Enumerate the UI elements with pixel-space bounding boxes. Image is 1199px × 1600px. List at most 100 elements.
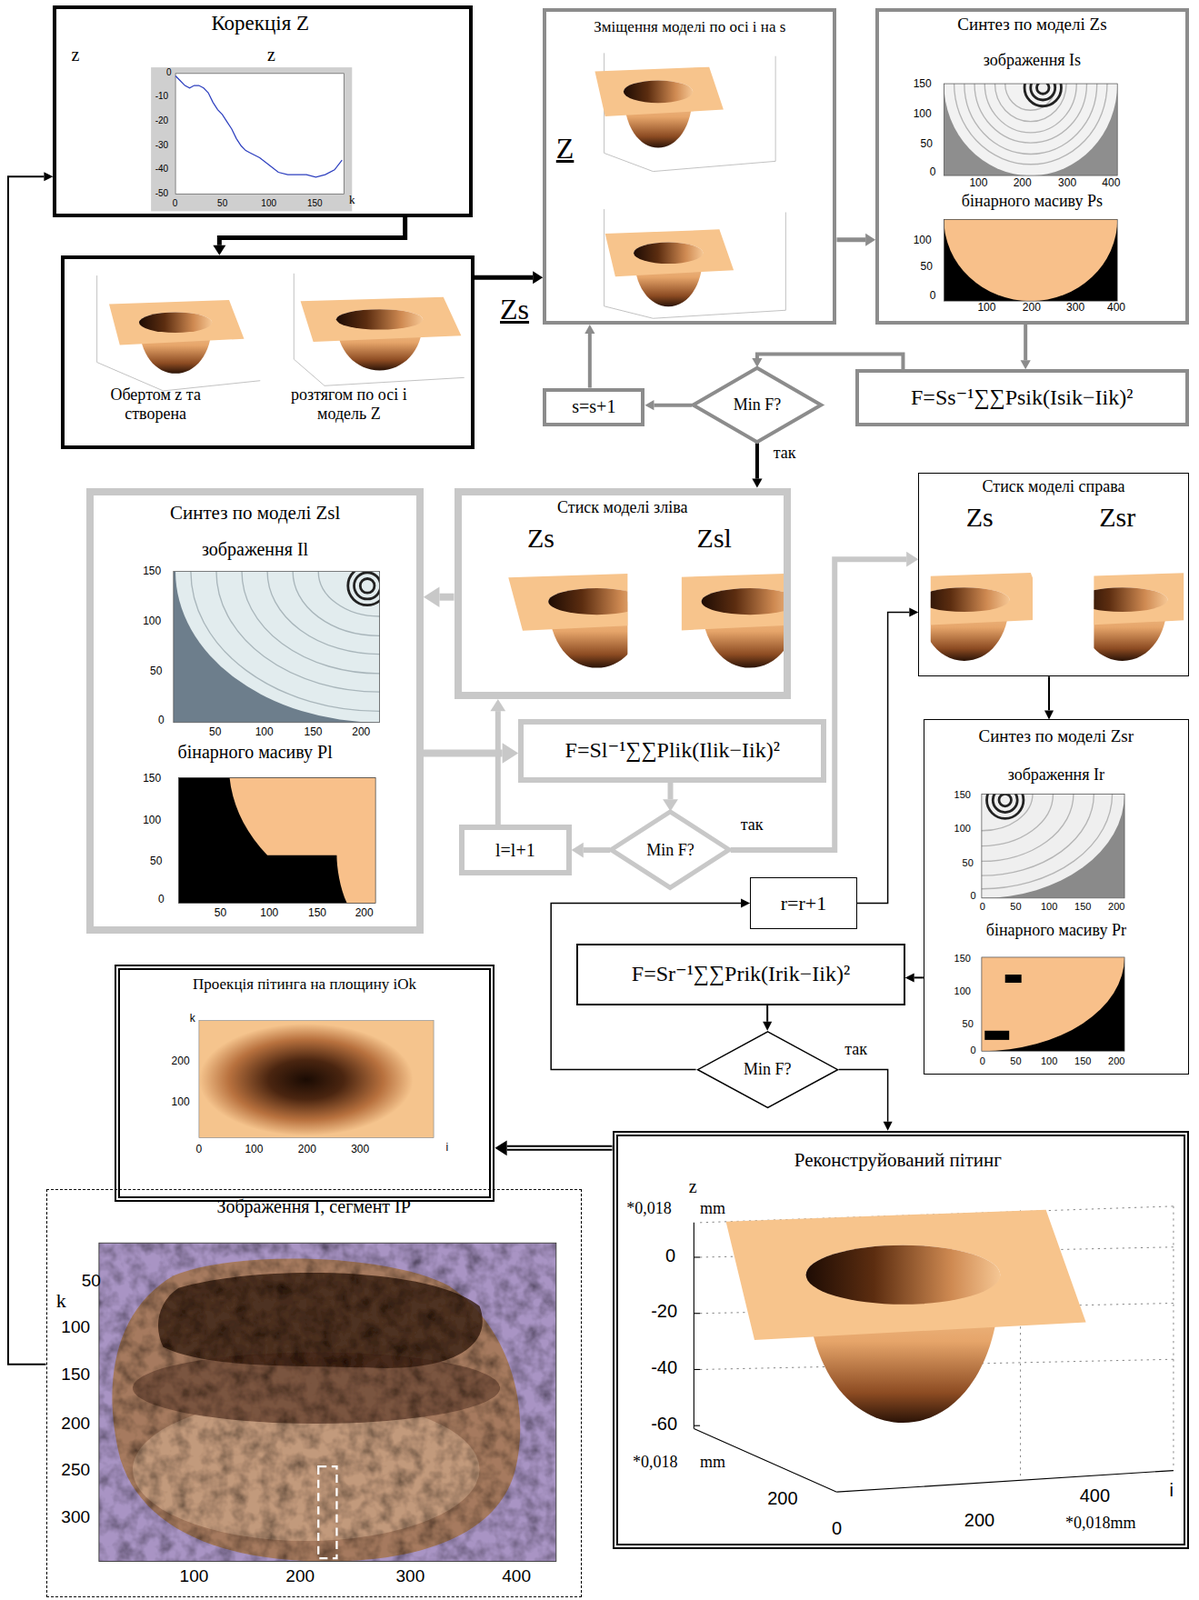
synthesized-image	[981, 793, 1054, 846]
axis-tick: -10	[155, 90, 169, 101]
axis-tick: i	[1169, 1479, 1173, 1500]
connector-line	[757, 354, 904, 370]
surface-plot	[109, 299, 245, 374]
node-title: Обертом z та створена	[91, 385, 220, 423]
axis-label: Z	[556, 132, 575, 165]
flow-connector	[1044, 676, 1054, 720]
node-text: бінарного масиву Pl	[97, 741, 414, 763]
node-title: Зміщення моделі по осі і на s	[550, 18, 829, 37]
projection-image	[199, 1020, 434, 1139]
arrowhead	[571, 842, 584, 859]
axis-tick: 50	[217, 198, 228, 209]
flow-connector	[489, 699, 506, 825]
node-title: Синтез по моделі Zs	[883, 14, 1181, 35]
photo-segment	[158, 1272, 483, 1369]
synthesized-image	[981, 793, 1033, 830]
flow-connector	[839, 1069, 893, 1130]
surface-plot	[594, 52, 776, 171]
synthesized-image	[981, 793, 1125, 899]
connector-line	[507, 1147, 613, 1150]
node-title: Проекція пітинга на площину iOk	[127, 975, 482, 994]
synthesized-image	[981, 793, 1113, 889]
axis-tick: 200	[298, 1143, 317, 1156]
surface-plot	[300, 297, 462, 371]
flow-connector	[494, 1139, 612, 1156]
photo-segment	[99, 1242, 557, 1561]
axis-tick: 0	[166, 67, 172, 78]
axis-tick: 200	[285, 1567, 315, 1587]
axis-tick: 200	[355, 907, 374, 920]
node-text: Zsl	[668, 522, 760, 555]
arrowhead	[644, 399, 654, 410]
connector-line	[914, 976, 924, 979]
connector-line	[668, 782, 674, 800]
flow-connector	[836, 233, 876, 247]
axis-tick: 150	[913, 78, 932, 90]
axis-tick: 300	[350, 1143, 370, 1156]
connector-line	[766, 1005, 769, 1022]
synthesized-image	[994, 83, 1067, 122]
axis-tick: 400	[501, 1567, 531, 1587]
connector-line	[423, 749, 503, 757]
synthesized-image	[318, 571, 380, 617]
node-text: бінарного масиву Pr	[929, 920, 1185, 940]
arrowhead	[1020, 359, 1031, 370]
node-title: Реконструйований пітинг	[652, 1149, 1143, 1171]
binary-mask	[981, 957, 1125, 1051]
axis-tick: 0	[970, 1044, 977, 1056]
node-title: F=Sr⁻¹∑∑Prik(Irik−Iik)²	[631, 961, 850, 988]
axis-label: *0,018	[626, 1199, 672, 1219]
connector-line	[507, 1145, 613, 1151]
synthesized-image	[987, 793, 1024, 819]
surface-plot	[681, 572, 784, 669]
connector-line	[653, 403, 692, 408]
axis-tick: 50	[920, 138, 933, 150]
axis-label: mm	[699, 1453, 726, 1472]
projection-image	[199, 1020, 434, 1139]
axis-tick: 0	[970, 889, 977, 901]
axis-tick: 100	[60, 1318, 90, 1338]
arrowhead	[762, 1021, 772, 1031]
axis-tick: 150	[60, 1365, 90, 1385]
axis-label: k	[349, 193, 356, 207]
connector-line	[1048, 676, 1050, 710]
node-text: зображення Ir	[929, 765, 1185, 785]
connector-line	[219, 217, 405, 246]
axis-tick: 100	[142, 615, 161, 628]
connector-line	[583, 847, 610, 853]
connector-line	[495, 710, 501, 825]
diamond-outline	[611, 811, 730, 889]
axis-tick: -30	[155, 139, 169, 150]
connector-line	[439, 593, 454, 601]
formula-box: F=Sr⁻¹∑∑Prik(Irik−Iik)²	[576, 943, 905, 1005]
surface-plot	[293, 273, 464, 386]
plot-axes	[699, 1206, 1174, 1476]
binary-mask	[943, 219, 1118, 301]
plot-frame	[943, 83, 1118, 176]
surface-plot	[604, 209, 787, 319]
arrowhead	[906, 551, 919, 568]
arrowhead	[1044, 709, 1054, 720]
axis-tick: 100	[913, 108, 932, 120]
axis-tick: 0	[158, 893, 165, 906]
axis-tick: 300	[60, 1508, 90, 1528]
synthesized-image	[992, 793, 1018, 812]
plot-axes	[693, 1428, 837, 1493]
arrowhead	[584, 324, 595, 334]
synthesized-image	[190, 571, 380, 712]
axis-tick: 150	[954, 789, 971, 800]
node-title: Min F?	[733, 395, 782, 415]
arrowhead	[740, 898, 750, 908]
synthesized-image	[943, 83, 1118, 176]
binary-mask	[178, 777, 376, 903]
axis-tick: 50	[209, 726, 221, 739]
arrowhead	[883, 1121, 893, 1131]
node-title: F=Sl⁻¹∑∑Plik(Ilik−Iik)²	[565, 738, 780, 764]
model-box: Обертом z та створенарозтягом по осі і м…	[60, 255, 475, 450]
decision-diamond: Min F?	[696, 1030, 840, 1109]
synthesis-box: Синтез по моделі Zslзображення Ilбінарно…	[86, 488, 423, 935]
axis-tick: 100	[179, 1567, 210, 1587]
synthesized-image	[190, 571, 380, 712]
synthesized-image	[267, 571, 380, 655]
